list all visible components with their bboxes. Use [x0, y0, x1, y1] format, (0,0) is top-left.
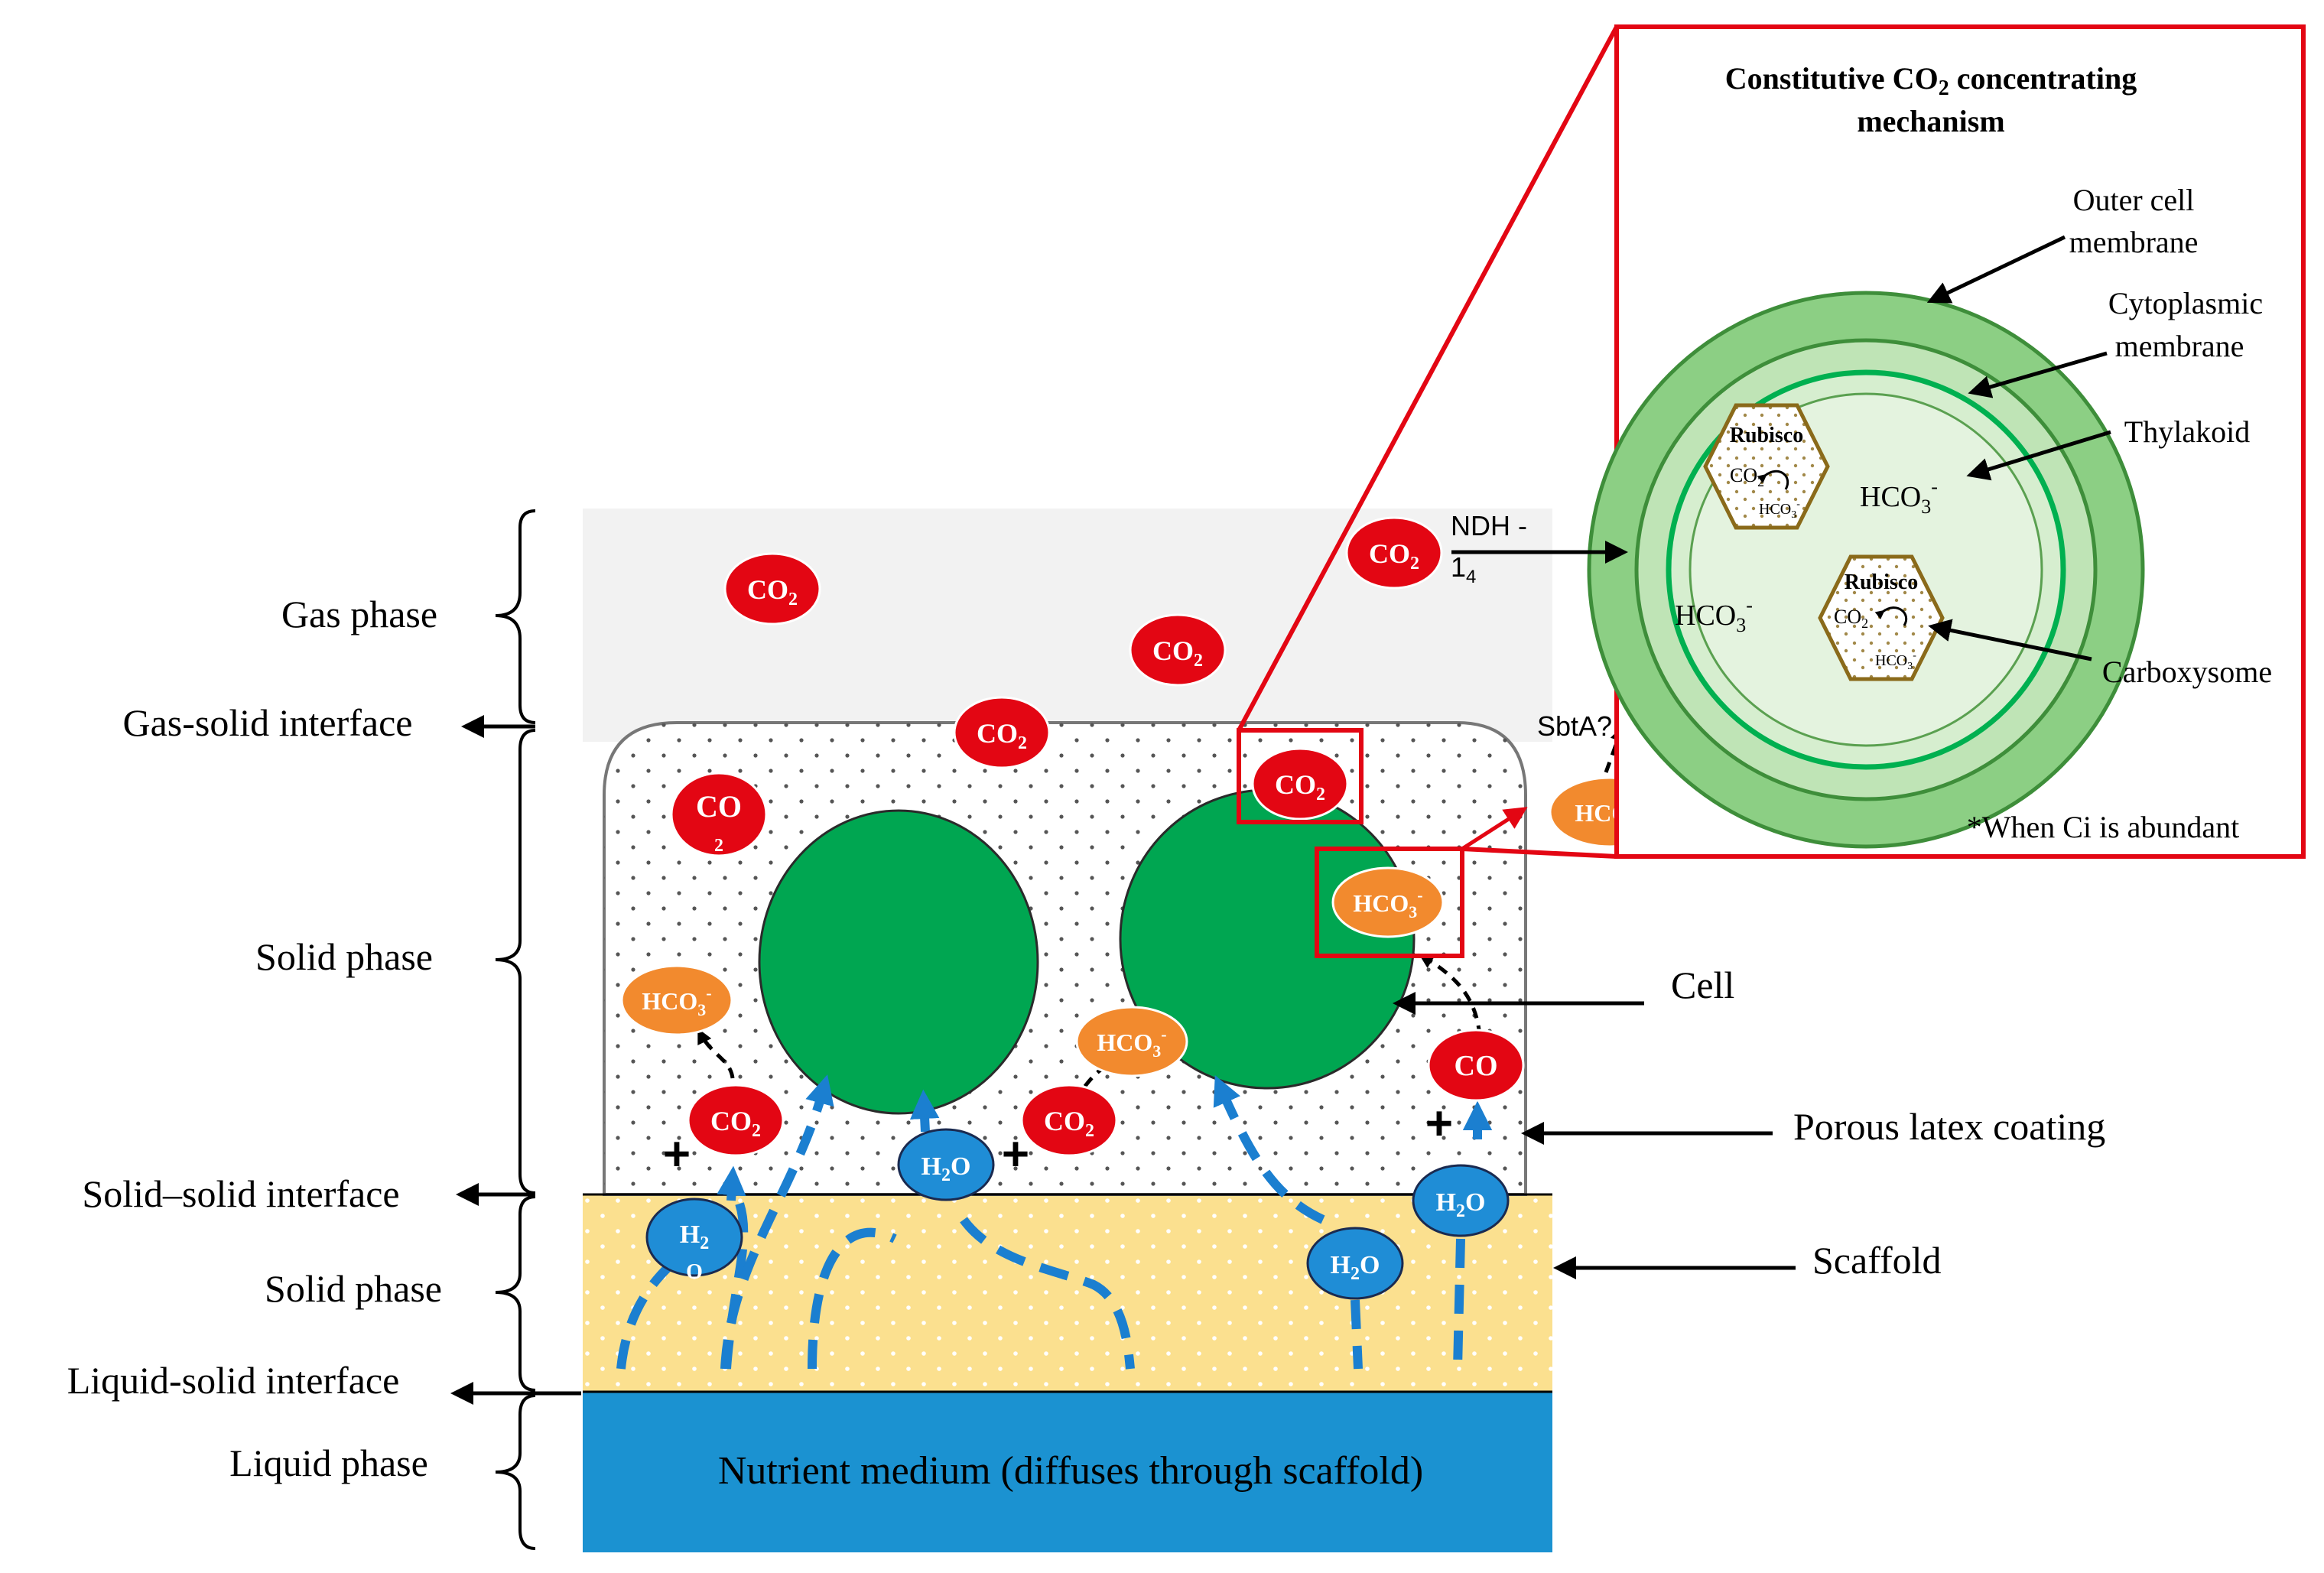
h2o-molecule-partial: H2 O: [645, 1198, 743, 1284]
gas-solid-interface-label: Gas-solid interface: [122, 701, 412, 744]
gas-phase-label: Gas phase: [281, 593, 437, 635]
svg-text:HCO3-: HCO3-: [1353, 886, 1422, 921]
inset-callout-line: [1237, 25, 1619, 732]
carboxysome: Rubisco CO2 HCO3-: [1703, 403, 1830, 530]
liquid-phase-region: [583, 1392, 1552, 1552]
svg-text:CO2: CO2: [977, 718, 1027, 753]
nutrient-medium-label: Nutrient medium (diffuses through scaffo…: [718, 1449, 1423, 1493]
solid-phase-label: Solid phase: [255, 935, 433, 978]
svg-text:HCO3-: HCO3-: [1759, 499, 1800, 521]
co2-molecule: CO2: [1345, 516, 1443, 590]
h2o-molecule: H2O: [1412, 1164, 1510, 1237]
porous-latex-coating-label: Porous latex coating: [1793, 1105, 2105, 1148]
svg-text:CO: CO: [1455, 1050, 1498, 1082]
svg-text:CO2: CO2: [1834, 606, 1868, 631]
hco3-molecule-highlighted: HCO3-: [1331, 866, 1445, 938]
svg-text:CO2: CO2: [1369, 538, 1419, 574]
co2-molecule-partial: CO: [1427, 1029, 1525, 1102]
cytoplasmic-membrane-label-2: membrane: [2115, 329, 2244, 363]
highlight-box-hco3: [1315, 847, 1464, 958]
co2-molecule: CO2: [1020, 1084, 1118, 1157]
carboxysome: Rubisco CO2 HCO3-: [1818, 554, 1945, 681]
svg-text:HCO3-: HCO3-: [1875, 650, 1916, 672]
svg-text:2: 2: [714, 836, 723, 856]
outer-cell-membrane-label-2: membrane: [2069, 225, 2199, 259]
hco3-cytoplasm-label: HCO3-: [1675, 594, 1753, 636]
scaffold-label: Scaffold: [1812, 1239, 1941, 1282]
svg-text:CO2: CO2: [1152, 635, 1203, 671]
carboxysome-label: Carboxysome: [2102, 655, 2272, 689]
svg-text:H2: H2: [680, 1220, 709, 1253]
water-paths: [616, 1074, 1493, 1370]
co2-molecule-highlighted: CO2: [1251, 747, 1349, 821]
inset-title-line2: mechanism: [1857, 104, 2004, 138]
cell-label: Cell: [1671, 964, 1734, 1006]
hco3-cytoplasm-label: HCO3-: [1860, 476, 1938, 518]
liquid-solid-interface-label: Liquid-solid interface: [67, 1359, 400, 1402]
plus-sign: +: [1002, 1128, 1029, 1181]
co2-molecule: CO2: [1129, 613, 1227, 687]
outer-cell-membrane-label: Outer cell: [2073, 183, 2195, 217]
svg-text:CO2: CO2: [1044, 1106, 1094, 1141]
cytoplasmic-membrane-label: Cytoplasmic: [2108, 286, 2263, 320]
svg-text:Rubisco: Rubisco: [1845, 570, 1918, 594]
hco3-molecule: HCO3-: [620, 964, 733, 1036]
h2o-molecule: H2O: [897, 1128, 995, 1201]
plus-sign: +: [663, 1128, 691, 1181]
co2-molecule-partial: CO 2: [670, 772, 768, 857]
solid-phase-label-bottom: Solid phase: [265, 1267, 442, 1310]
svg-text:H2O: H2O: [1436, 1188, 1486, 1221]
svg-text:H2O: H2O: [921, 1152, 971, 1185]
svg-text:CO: CO: [696, 789, 742, 824]
svg-text:CO2: CO2: [747, 574, 798, 609]
svg-text:H2O: H2O: [1331, 1251, 1380, 1284]
inset-callout-line: [1461, 847, 1617, 859]
co2-molecule: CO2: [723, 552, 821, 626]
ci-abundant-note: *When Ci is abundant: [1967, 810, 2240, 844]
inset-title: Constitutive CO2 concentrating: [1725, 61, 2137, 100]
svg-text:HCO3-: HCO3-: [642, 983, 711, 1019]
co2-molecule: CO2: [687, 1084, 785, 1157]
co2-molecule: CO2: [953, 696, 1051, 769]
svg-text:Rubisco: Rubisco: [1730, 424, 1803, 447]
highlight-box-co2: [1237, 728, 1364, 824]
svg-text:CO2: CO2: [710, 1106, 761, 1141]
cell-left: [758, 809, 1039, 1115]
ndh-14-label: NDH -: [1451, 510, 1527, 541]
plus-sign: +: [1425, 1097, 1453, 1150]
hco3-molecule: HCO3-: [1075, 1006, 1188, 1077]
svg-text:CO2: CO2: [1275, 769, 1325, 804]
solid-solid-interface-label: Solid–solid interface: [82, 1172, 399, 1215]
h2o-molecule: H2O: [1306, 1227, 1404, 1300]
svg-text:O: O: [686, 1260, 703, 1284]
svg-text:HCO3-: HCO3-: [1097, 1025, 1166, 1061]
ndh-14-label-2: 14: [1451, 551, 1476, 587]
sbta-label: SbtA?: [1537, 710, 1612, 742]
phase-braces: [495, 509, 536, 1550]
thylakoid-label: Thylakoid: [2124, 414, 2250, 449]
liquid-phase-label: Liquid phase: [229, 1441, 428, 1484]
